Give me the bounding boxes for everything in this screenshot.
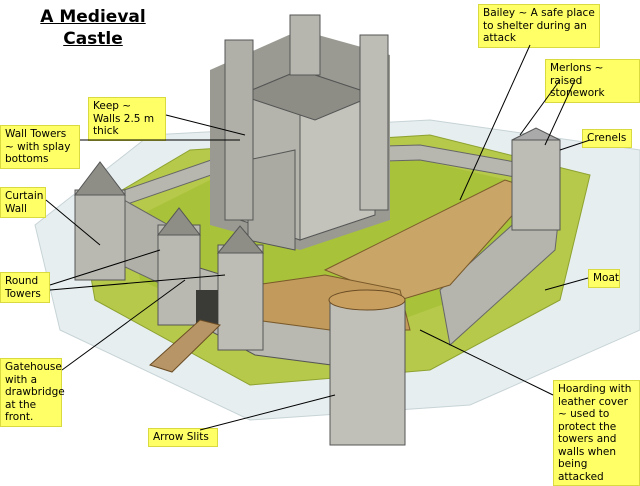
label-wall-towers: Wall Towers ~ with splay bottoms [0,125,80,169]
keep-turret-back [289,14,321,76]
gate-opening [196,290,218,325]
label-merlons: Merlons ~ raised stonework [545,59,640,103]
title-line-1: A Medieval [40,7,146,27]
label-crenels: Crenels [582,129,632,148]
tower-back-right [511,139,561,231]
label-bailey: Bailey ~ A safe place to shelter during … [478,4,600,48]
keep-forebuilding [247,149,296,251]
tower-front-round-top [328,289,406,311]
label-curtain-wall: Curtain Wall [0,187,46,218]
tower-front-round [329,299,406,446]
tower-gate-right [217,244,264,351]
tower-left-roof [73,161,127,196]
tower-gate-right-roof [216,225,265,254]
label-gatehouse: Gatehouse with a drawbridge at the front… [0,358,65,427]
label-keep: Keep ~ Walls 2.5 m thick [88,97,166,141]
keep-turret-right [359,34,389,211]
diagram-title: A Medieval Castle [38,6,148,50]
tower-mid-roof [156,207,202,236]
label-round-towers: Round Towers [0,272,50,303]
label-hoarding: Hoarding with leather cover ~ used to pr… [553,380,640,486]
tower-left [74,189,126,281]
title-line-2: Castle [63,29,123,49]
keep-turret-left [224,39,254,221]
label-moat: Moat [588,269,620,288]
label-arrow-slits: Arrow Slits [148,428,218,447]
tower-mid [157,224,201,326]
